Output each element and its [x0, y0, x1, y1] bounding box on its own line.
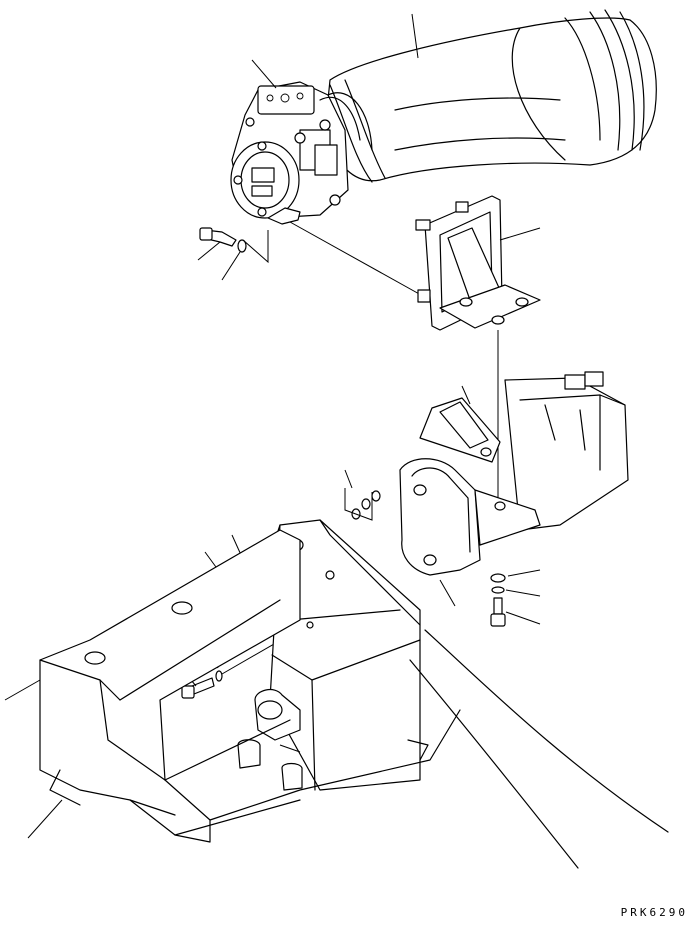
mounting-bolt-left-lower: [181, 670, 223, 699]
leader-compressor: [251, 59, 277, 89]
washer-lower-right: [490, 573, 506, 594]
housing: [237, 519, 421, 791]
leader-block: [461, 385, 471, 405]
washer-upper: [237, 239, 247, 253]
cable-pipe: [409, 629, 669, 869]
assembly-line-bolt: [242, 230, 269, 264]
assembly-line-bracket: [289, 221, 431, 301]
mount-plate: [399, 458, 541, 576]
leader-bracket: [499, 227, 541, 241]
leader-bolt-upper: [197, 241, 221, 261]
leader-housing: [279, 744, 301, 753]
leader-washers: [344, 469, 353, 489]
support-block: [419, 397, 501, 463]
compressor-bracket: [415, 195, 541, 331]
air-cleaner-hose: [324, 9, 657, 183]
engine-frame-left: [39, 529, 461, 843]
mounting-bolt-lower-right: [490, 597, 506, 627]
leader-hose: [411, 13, 419, 59]
leader-bolt-right: [505, 611, 541, 625]
leader-washer-right-1: [507, 569, 541, 577]
bracket-washers: [344, 488, 373, 521]
leader-washer-right-2: [505, 589, 541, 597]
drawing-code-label: PRK6290: [620, 906, 688, 919]
leader-frame-2: [27, 799, 63, 839]
compressor: [230, 81, 373, 225]
leader-washer-upper: [221, 251, 241, 281]
leader-frame-1: [4, 679, 41, 701]
leader-plate: [439, 579, 456, 607]
washer-set-mid: [351, 490, 381, 520]
mounting-bolt-upper: [199, 227, 237, 247]
